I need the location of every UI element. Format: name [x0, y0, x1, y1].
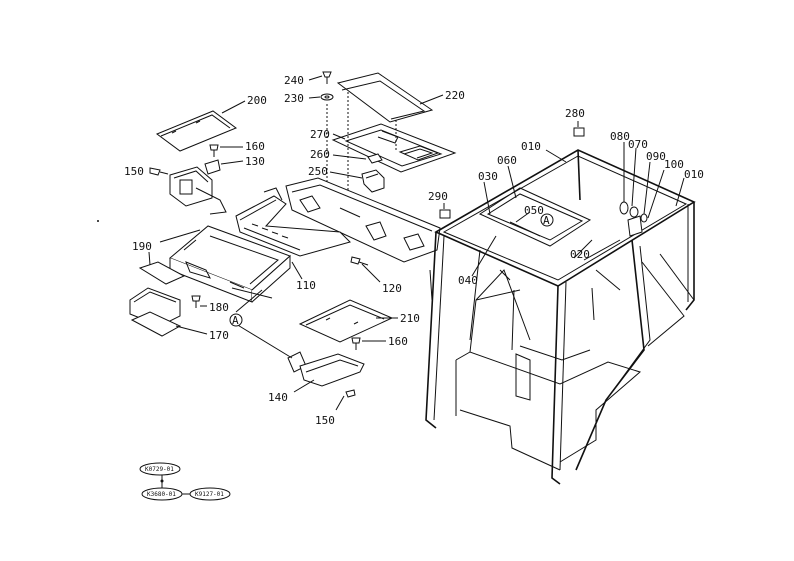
leader-250	[329, 171, 363, 179]
label-140: 140	[268, 391, 288, 404]
part-250-bracket	[361, 169, 385, 193]
part-blower-housing	[169, 166, 227, 215]
label-270: 270	[310, 128, 330, 141]
ref-code-bottom-left: K3680-01	[147, 491, 176, 498]
leader-220	[419, 94, 444, 105]
part-duct-body	[285, 177, 441, 263]
leader-230	[308, 96, 321, 99]
part-260-clip	[367, 153, 383, 164]
label-010-top: 010	[521, 140, 541, 153]
label-130: 130	[245, 155, 265, 168]
leader-190	[148, 251, 151, 266]
part-140-lower-duct	[287, 351, 365, 387]
label-260: 260	[310, 148, 330, 161]
label-160-bottom: 160	[388, 335, 408, 348]
cab-frame	[425, 149, 696, 485]
stray-mark	[97, 220, 99, 222]
leader-260	[332, 154, 367, 160]
label-160-top: 160	[245, 140, 265, 153]
label-020: 020	[570, 248, 590, 261]
leader-270	[332, 133, 346, 140]
leader-130	[220, 160, 244, 165]
callout-a1-circle	[229, 313, 243, 327]
leader-200	[221, 100, 246, 114]
leader-010a	[545, 149, 567, 163]
part-110-duct	[235, 187, 351, 257]
label-150-left: 150	[124, 165, 144, 178]
label-230: 230	[284, 92, 304, 105]
label-050: 050	[524, 204, 544, 217]
part-190-filter	[138, 261, 186, 285]
part-180-screw	[191, 295, 201, 308]
label-290: 290	[428, 190, 448, 203]
assembly-guides	[326, 92, 397, 210]
leader-090	[643, 161, 651, 215]
part-080-070-090-fittings	[619, 201, 648, 237]
part-160-screw-bottom	[351, 337, 361, 350]
label-170: 170	[209, 329, 229, 342]
label-190: 190	[132, 240, 152, 253]
leader-240	[308, 75, 323, 81]
label-060: 060	[497, 154, 517, 167]
leader-140	[293, 379, 315, 393]
part-150-screw-left	[149, 167, 169, 176]
part-150-screw-bottom	[335, 389, 356, 411]
part-170-hood	[129, 287, 182, 337]
part-130-bracket	[204, 159, 221, 175]
part-280-cap	[573, 127, 585, 137]
label-200: 200	[247, 94, 267, 107]
part-160-screw-top	[209, 144, 219, 157]
label-210: 210	[400, 312, 420, 325]
part-220-roof-cover	[336, 72, 434, 123]
label-030: 030	[478, 170, 498, 183]
callout-a1-lines	[159, 229, 293, 359]
label-220: 220	[445, 89, 465, 102]
label-280: 280	[565, 107, 585, 120]
leader-110	[291, 261, 303, 280]
leader-120	[361, 263, 381, 283]
label-070: 070	[628, 138, 648, 151]
leader-020	[573, 239, 593, 259]
callout-a2-circle	[540, 213, 554, 227]
ref-code-bottom-right: K9127-01	[195, 491, 224, 498]
part-290-cap	[439, 209, 451, 219]
leader-010b	[675, 177, 685, 207]
label-120: 120	[382, 282, 402, 295]
callout-a2-letter: A	[543, 214, 550, 227]
ref-code-top: K0729-01	[145, 466, 174, 473]
part-210-panel	[298, 299, 394, 343]
leader-030	[483, 181, 491, 215]
part-240-screw	[322, 71, 332, 84]
label-250: 250	[308, 165, 328, 178]
leader-100	[647, 169, 665, 219]
part-230-washer	[320, 93, 334, 101]
leader-040	[471, 235, 497, 277]
part-120-screw	[350, 256, 369, 266]
callout-a1-letter: A	[232, 314, 239, 327]
label-180: 180	[209, 301, 229, 314]
label-040: 040	[458, 274, 478, 287]
label-240: 240	[284, 74, 304, 87]
label-090: 090	[646, 150, 666, 163]
label-080: 080	[610, 130, 630, 143]
part-heater-box	[169, 225, 291, 303]
leader-050	[515, 211, 531, 223]
leader-060	[507, 165, 517, 199]
part-200-panel	[155, 110, 238, 152]
label-150-bottom: 150	[315, 414, 335, 427]
part-270-vent-frame	[331, 123, 457, 173]
label-100: 100	[664, 158, 684, 171]
leader-170	[175, 325, 208, 335]
label-010-right: 010	[684, 168, 704, 181]
ref-code-tree: K0729-01 K3680-01 K9127-01	[139, 462, 231, 501]
label-110: 110	[296, 279, 316, 292]
leader-070	[631, 147, 637, 207]
